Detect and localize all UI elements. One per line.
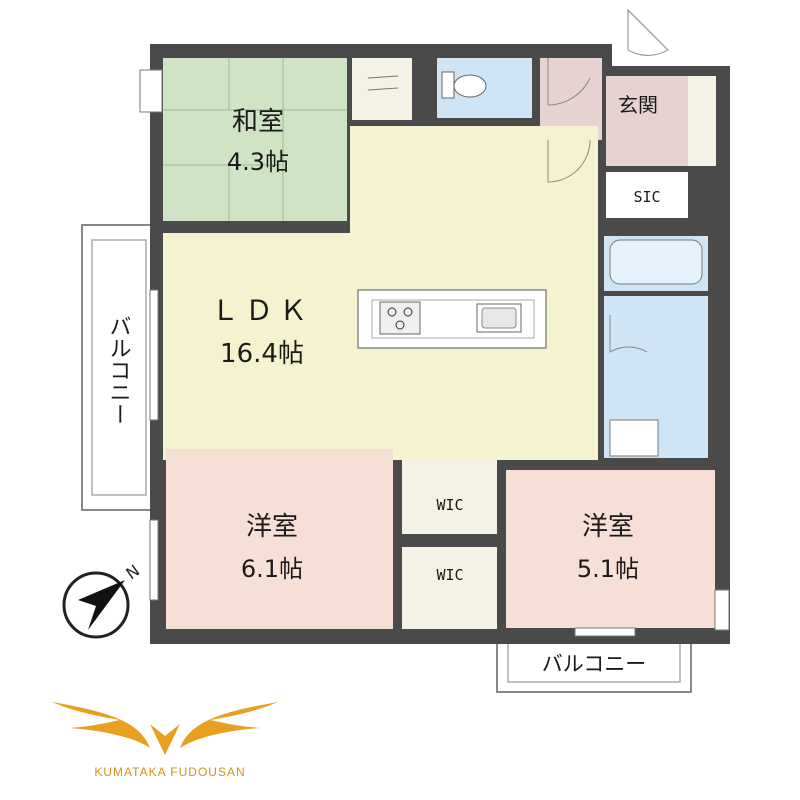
wic-upper — [402, 458, 497, 534]
yoshitsu-left-room — [166, 449, 393, 629]
compass-icon: N — [62, 561, 143, 639]
ldk-size: 16.4帖 — [220, 339, 304, 369]
wic-lower-name: WIC — [436, 566, 463, 584]
wic-upper-name: WIC — [436, 496, 463, 514]
yoshitsu-right-room — [506, 470, 715, 628]
washitsu-name: 和室 — [232, 107, 284, 137]
sic-room — [606, 172, 688, 218]
wic-lower — [402, 547, 497, 629]
compass-label: N — [122, 561, 143, 583]
brand-logo-icon — [52, 702, 278, 755]
ldk-name: ＬＤＫ — [211, 294, 313, 327]
south-balcony — [496, 637, 692, 693]
south-balcony-label: バルコニー — [542, 652, 647, 676]
sic-name: SIC — [633, 188, 660, 206]
west-balcony — [81, 224, 155, 511]
washitsu-room — [163, 58, 347, 221]
genkan-room — [606, 76, 688, 166]
yoshitsu-right-size: 5.1帖 — [577, 555, 639, 583]
yoshitsu-left-size: 6.1帖 — [241, 555, 303, 583]
yoshitsu-right-name: 洋室 — [582, 512, 634, 542]
brand-name: KUMATAKA FUDOUSAN — [94, 765, 246, 779]
genkan-name: 玄関 — [618, 93, 658, 117]
washitsu-size: 4.3帖 — [227, 148, 289, 176]
yoshitsu-left-name: 洋室 — [246, 512, 298, 542]
west-balcony-label: バルコニー — [106, 315, 131, 425]
